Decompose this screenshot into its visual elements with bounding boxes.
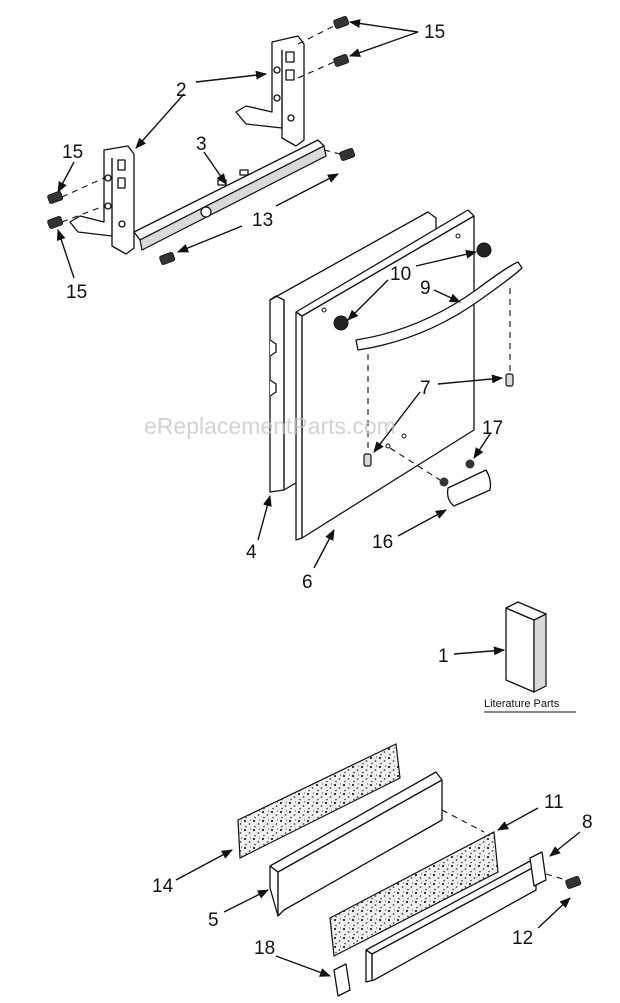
toe-panel-5: [269, 771, 443, 917]
callout-18: 18: [254, 938, 275, 959]
spacer-10-right: [476, 242, 492, 258]
callout-1: 1: [438, 646, 449, 667]
callout-15-left-bottom: 15: [66, 282, 87, 303]
watermark: eReplacementParts.com: [144, 413, 396, 439]
callout-6: 6: [302, 572, 313, 593]
callout-7: 7: [420, 378, 431, 399]
callout-9: 9: [420, 278, 431, 299]
leader-lines: [56, 19, 581, 977]
door-outer-panel: [295, 209, 475, 541]
screw-15-top-1: [333, 16, 350, 29]
callout-14: 14: [152, 876, 174, 897]
foam-11: [329, 831, 499, 957]
hinge-right: [235, 35, 305, 147]
callout-11: 11: [544, 792, 564, 813]
callout-12: 12: [512, 928, 533, 949]
screw-15-top-2: [333, 54, 350, 67]
control-cover-16: [446, 469, 492, 507]
foam-14: [237, 743, 401, 859]
bracket-8: [529, 851, 547, 887]
callout-4: 4: [246, 542, 257, 563]
spacer-10-left: [333, 315, 349, 331]
bumper-7-left: [363, 453, 372, 467]
callout-8: 8: [582, 812, 593, 833]
door-handle: [355, 261, 523, 351]
callout-10: 10: [390, 264, 411, 285]
callout-5: 5: [208, 910, 219, 931]
callout-17: 17: [482, 418, 503, 439]
screw-15-left-1: [47, 191, 64, 204]
screw-13-right: [339, 148, 356, 161]
screw-12: [565, 876, 582, 889]
screw-13-left: [159, 252, 176, 265]
bumper-7-right: [505, 373, 514, 387]
literature-booklet: [505, 601, 547, 693]
callout-13: 13: [252, 210, 273, 231]
literature-parts-label: Literature Parts: [484, 698, 560, 710]
callout-3: 3: [196, 134, 207, 155]
screw-15-left-2: [47, 216, 64, 229]
callout-15-top: 15: [424, 22, 445, 43]
fastener-17: [385, 433, 475, 487]
hinge-left: [69, 145, 135, 255]
clip-18: [333, 963, 351, 997]
callout-15-left-top: 15: [62, 142, 83, 163]
callout-16: 16: [372, 532, 393, 553]
callout-2: 2: [176, 80, 187, 101]
